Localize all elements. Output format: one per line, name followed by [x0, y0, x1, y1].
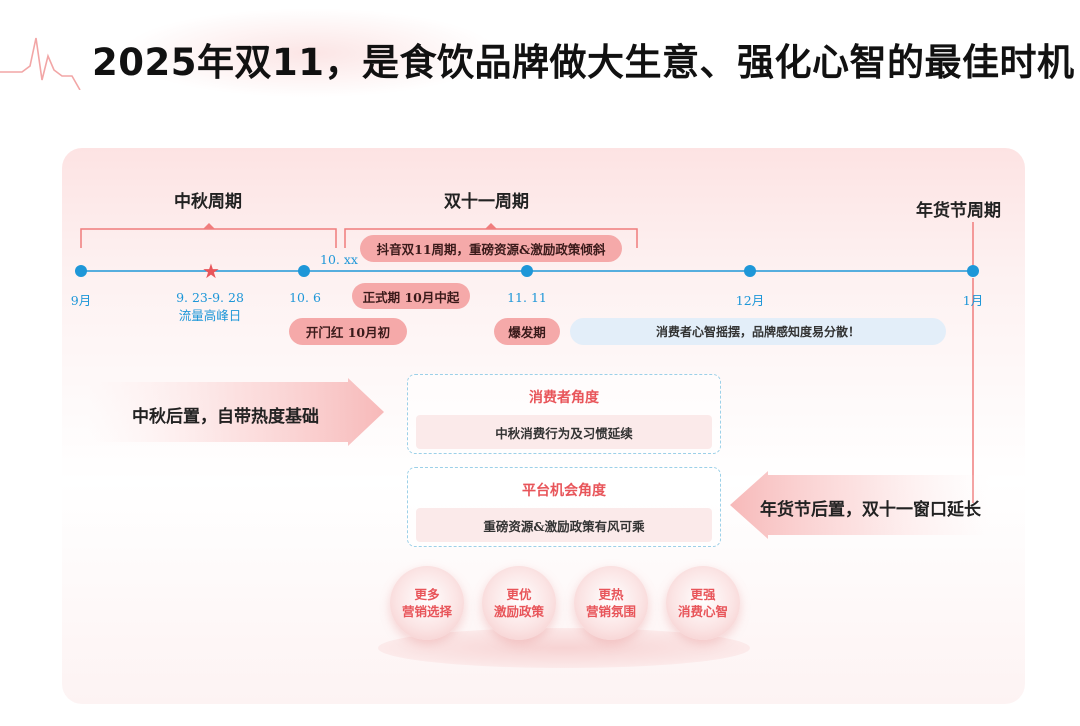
timeline-dot-dec	[744, 265, 756, 277]
timeline-dot-jan	[967, 265, 979, 277]
pill-formal-period: 正式期 10月中起	[352, 283, 470, 309]
box-content: 重磅资源&激励政策有风可乘	[416, 508, 712, 542]
period-mid-autumn: 中秋周期	[174, 192, 242, 212]
box-title: 平台机会角度	[522, 483, 606, 499]
tick-label-11-11: 11. 11	[507, 290, 547, 305]
box-content: 中秋消费行为及习惯延续	[416, 415, 712, 449]
right-arrow-text: 年货节后置，双十一窗口延长	[760, 500, 981, 520]
pill-consumer-mind: 消费者心智摇摆，品牌感知度易分散！	[570, 318, 946, 345]
tick-sub-peak-day: 流量高峰日	[178, 308, 242, 323]
tick-label-dec: 12月	[735, 293, 765, 308]
tick-label-9-23: 9. 23-9. 28	[176, 290, 244, 305]
period-double11: 双十一周期	[444, 192, 529, 212]
star-icon: ★	[202, 259, 220, 283]
left-arrow-text: 中秋后置，自带热度基础	[132, 407, 319, 427]
heartbeat-decoration-icon	[0, 37, 81, 90]
box-title: 消费者角度	[529, 390, 599, 406]
timeline-dot-11-11	[521, 265, 533, 277]
circle-more-marketing: 更多营销选择	[390, 566, 464, 640]
circle-better-incentive: 更优激励政策	[482, 566, 556, 640]
consumer-angle-box: 消费者角度 中秋消费行为及习惯延续	[407, 374, 721, 454]
marker-10xx: 10. xx	[320, 252, 358, 267]
pill-burst-period: 爆发期	[494, 318, 560, 345]
circle-hotter-atmosphere: 更热营销氛围	[574, 566, 648, 640]
timeline-dot-sep	[75, 265, 87, 277]
title-glow-decoration	[120, 8, 500, 98]
pill-douyin-double11: 抖音双11周期，重磅资源&激励政策倾斜	[360, 235, 622, 262]
tick-label-sep: 9月	[70, 293, 92, 308]
timeline-dot-10-6	[298, 265, 310, 277]
page-title: 2025年双11，是食饮品牌做大生意、强化心智的最佳时机	[92, 41, 1075, 84]
platform-angle-box: 平台机会角度 重磅资源&激励政策有风可乘	[407, 467, 721, 547]
tick-label-jan: 1月	[962, 293, 984, 308]
tick-label-10-6: 10. 6	[289, 290, 321, 305]
pill-opening: 开门红 10月初	[289, 318, 407, 345]
period-new-year-goods: 年货节周期	[916, 201, 1001, 221]
circle-stronger-mind: 更强消费心智	[666, 566, 740, 640]
